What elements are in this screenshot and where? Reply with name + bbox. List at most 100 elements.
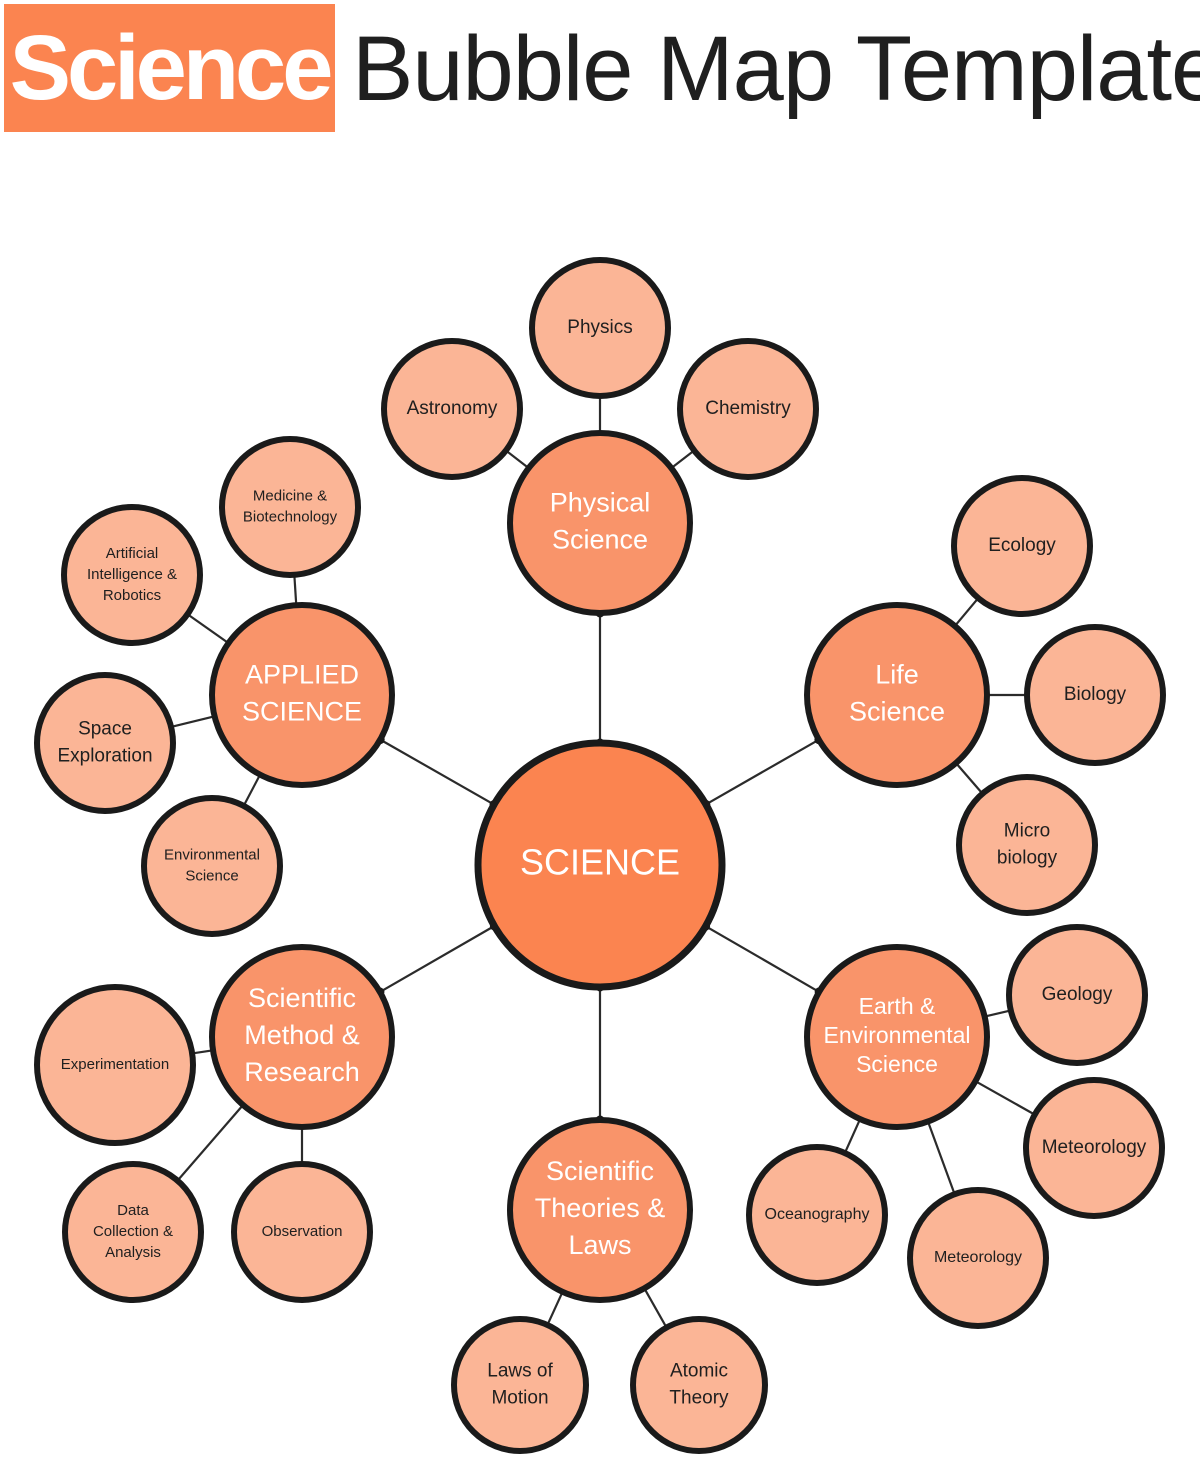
bubble-label: Research <box>244 1057 360 1087</box>
bubble-observation[interactable]: Observation <box>231 1161 373 1303</box>
bubble-label: Biology <box>1064 684 1127 705</box>
bubble-label: Artificial <box>106 545 159 562</box>
bubble-circle <box>451 1316 589 1454</box>
bubble-experimentation[interactable]: Experimentation <box>34 984 196 1146</box>
bubble-circle <box>804 602 990 788</box>
connector-life-ecology <box>954 597 980 627</box>
connector-physical-astronomy <box>505 449 530 469</box>
bubble-label: Theories & <box>535 1193 666 1223</box>
bubble-chemistry[interactable]: Chemistry <box>677 338 819 480</box>
bubble-circle <box>141 795 283 937</box>
bubble-circle <box>804 944 990 1130</box>
connector-center-method <box>379 925 495 993</box>
bubble-label: Collection & <box>93 1223 173 1240</box>
bubble-physics[interactable]: Physics <box>529 257 671 399</box>
bubble-biology[interactable]: Biology <box>1024 624 1166 766</box>
bubble-oceanography[interactable]: Oceanography <box>746 1144 888 1286</box>
bubble-label: Space <box>78 719 132 740</box>
bubble-circle <box>1024 624 1166 766</box>
bubble-label: Chemistry <box>705 398 791 419</box>
bubble-label: APPLIED <box>245 660 359 690</box>
page-title: Bubble Map Template <box>352 17 1200 120</box>
bubble-label: Environmental <box>823 1022 970 1048</box>
bubble-circle <box>630 1316 768 1454</box>
bubble-label: Robotics <box>103 587 161 604</box>
bubble-applied[interactable]: APPLIED SCIENCE <box>209 602 395 788</box>
bubble-ecology[interactable]: Ecology <box>951 475 1093 617</box>
bubble-label: Ecology <box>988 535 1056 556</box>
bubble-geology[interactable]: Geology <box>1006 924 1148 1066</box>
bubble-circle <box>529 257 671 399</box>
title-highlight: Science <box>9 16 334 119</box>
bubble-circle <box>746 1144 888 1286</box>
bubble-circle <box>209 602 395 788</box>
header: Science Bubble Map Template <box>0 0 1200 140</box>
bubble-astronomy[interactable]: Astronomy <box>381 338 523 480</box>
bubble-label: Data <box>117 1202 149 1219</box>
bubble-circle <box>1006 924 1148 1066</box>
bubble-meteorology1[interactable]: Meteorology <box>1023 1077 1165 1219</box>
bubble-label: Life <box>875 660 919 690</box>
bubble-circle <box>34 672 176 814</box>
bubble-label: Biotechnology <box>243 508 338 525</box>
bubble-circle <box>951 475 1093 617</box>
bubble-meteorology2[interactable]: Meteorology <box>907 1187 1049 1329</box>
bubble-label: Laws <box>568 1230 631 1260</box>
bubble-label: Laws of <box>487 1361 553 1382</box>
bubble-circle <box>507 1117 693 1303</box>
bubble-label: Medicine & <box>253 487 327 504</box>
bubble-label: biology <box>997 848 1058 869</box>
bubble-label: Scientific <box>546 1156 654 1186</box>
bubble-center[interactable]: SCIENCE <box>474 739 726 991</box>
bubble-microbiology[interactable]: Micro biology <box>956 774 1098 916</box>
connector-applied-ai <box>186 613 230 644</box>
connector-earth-geology <box>984 1009 1012 1018</box>
connector-earth-oceanography <box>843 1118 862 1154</box>
bubble-circle <box>677 338 819 480</box>
bubble-label: Science <box>552 525 648 555</box>
bubble-circle <box>381 338 523 480</box>
bubble-label: SCIENCE <box>242 697 362 727</box>
bubble-circle <box>507 430 693 616</box>
connector-method-data-collection <box>176 1104 244 1182</box>
bubble-label: Earth & <box>859 993 936 1019</box>
bubble-label: Micro <box>1004 821 1050 842</box>
bubble-laws-motion[interactable]: Laws of Motion <box>451 1316 589 1454</box>
bubble-label: Method & <box>244 1020 360 1050</box>
bubble-label: Atomic <box>670 1361 728 1382</box>
bubble-label: Intelligence & <box>87 566 177 583</box>
bubble-label: Oceanography <box>765 1206 870 1223</box>
connector-method-experimentation <box>191 1049 214 1055</box>
bubble-circle <box>219 436 361 578</box>
bubble-label: Physical <box>550 488 651 518</box>
bubble-circle <box>231 1161 373 1303</box>
bubble-label: Theory <box>669 1388 729 1409</box>
bubble-label: Geology <box>1042 984 1113 1005</box>
title-highlight-badge: Science <box>4 4 335 132</box>
bubble-medicine[interactable]: Medicine & Biotechnology <box>219 436 361 578</box>
bubble-label: Meteorology <box>934 1249 1022 1266</box>
bubble-circle <box>956 774 1098 916</box>
connector-theories-atomic <box>643 1287 668 1329</box>
bubble-label: Astronomy <box>407 398 498 419</box>
bubble-circle <box>61 504 203 646</box>
bubble-circle <box>62 1161 204 1303</box>
bubble-label: Motion <box>491 1388 548 1409</box>
connector-center-applied <box>379 738 495 806</box>
bubble-circle <box>209 944 395 1130</box>
bubble-circle <box>474 739 726 991</box>
bubble-label: Science <box>849 697 945 727</box>
connector-earth-meteorology2 <box>926 1121 956 1195</box>
